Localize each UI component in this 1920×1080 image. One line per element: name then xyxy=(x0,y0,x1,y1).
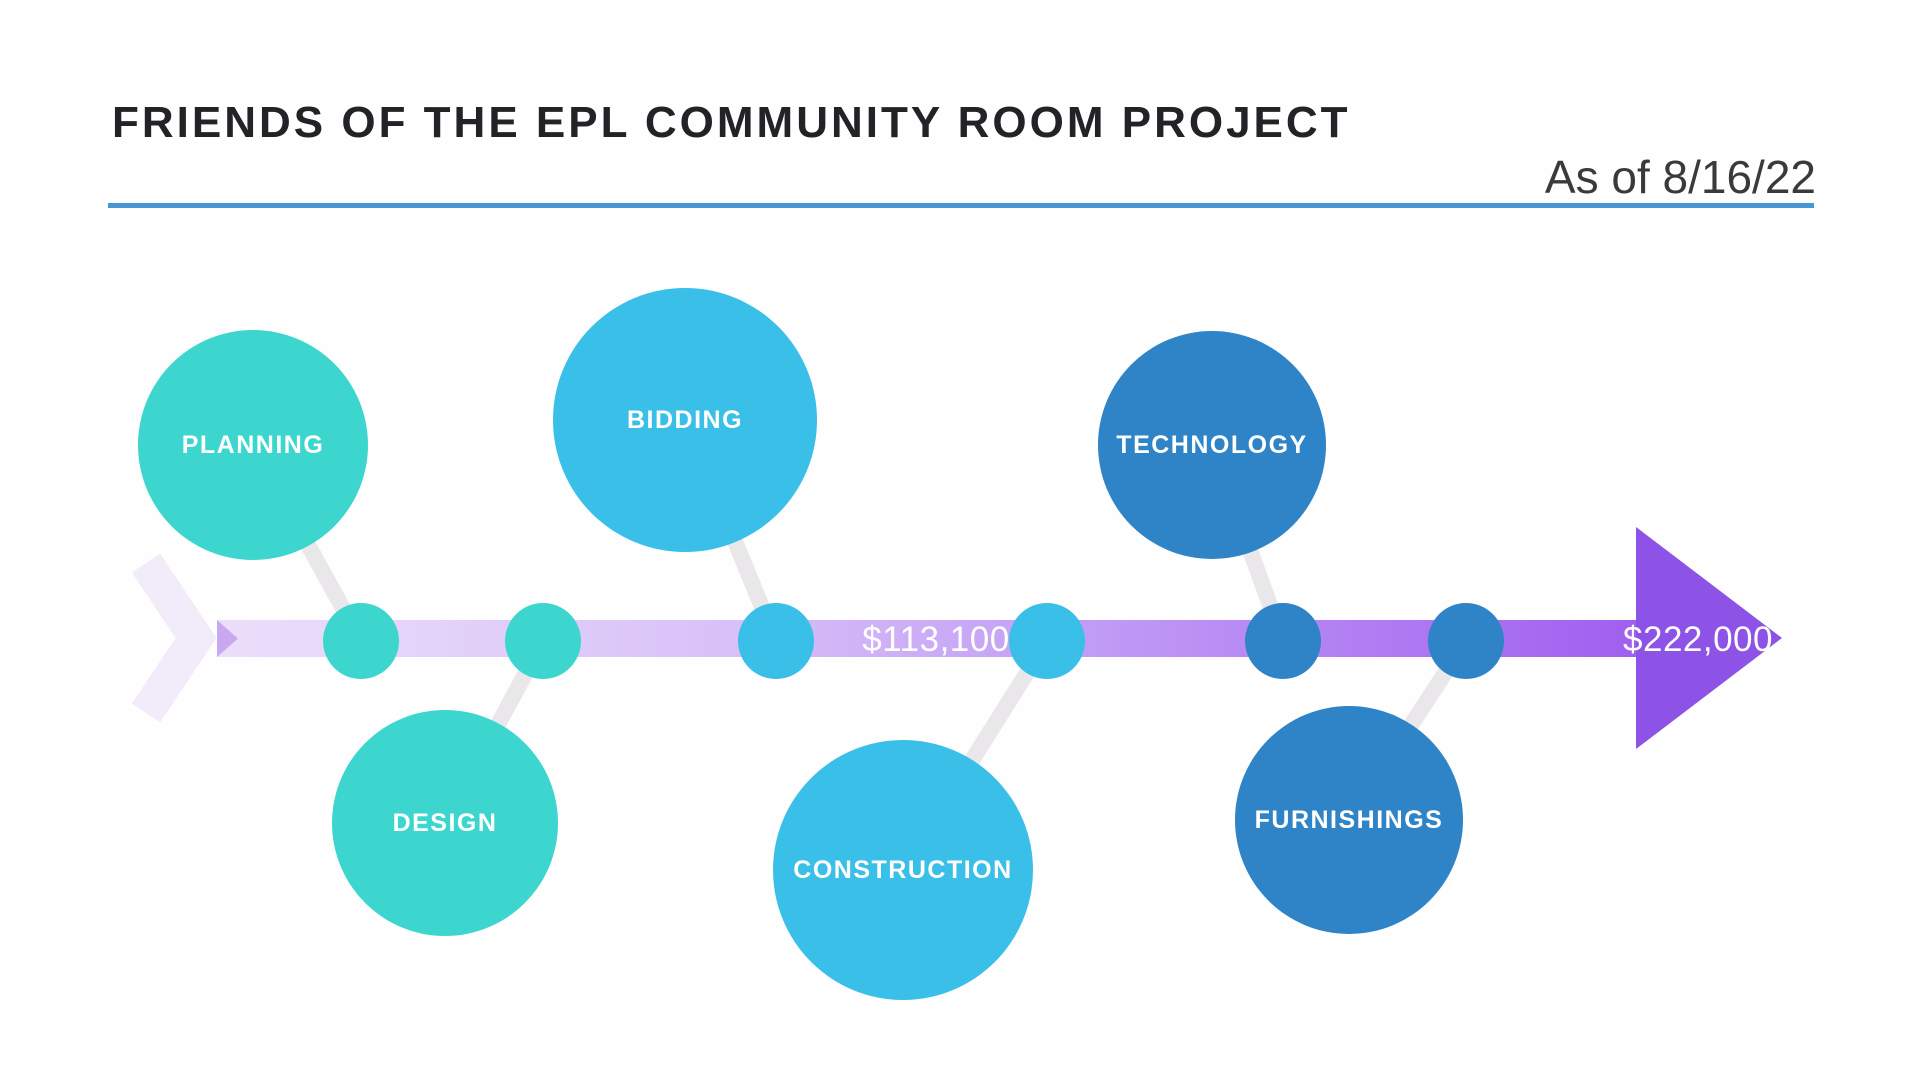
goal-amount-label: $222,000 xyxy=(1623,620,1773,659)
milestone-design-label: DESIGN xyxy=(392,808,498,837)
node-construction xyxy=(1009,603,1085,679)
current-amount-label: $113,100 xyxy=(862,620,1010,659)
milestone-planning: PLANNING xyxy=(138,330,368,560)
start-chevron-icon xyxy=(131,553,217,723)
node-planning xyxy=(323,603,399,679)
node-furnishings xyxy=(1428,603,1504,679)
node-bidding xyxy=(738,603,814,679)
arrowhead-icon xyxy=(1636,527,1782,749)
header-underline xyxy=(108,203,1814,208)
milestone-furnishings: FURNISHINGS xyxy=(1235,706,1463,934)
milestone-bidding: BIDDING xyxy=(553,288,817,552)
milestone-furnishings-label: FURNISHINGS xyxy=(1254,805,1444,834)
milestone-construction: CONSTRUCTION xyxy=(773,740,1033,1000)
bar-start-notch xyxy=(217,620,238,657)
milestone-construction-label: CONSTRUCTION xyxy=(793,855,1013,884)
milestone-planning-label: PLANNING xyxy=(181,430,325,459)
milestone-design: DESIGN xyxy=(332,710,558,936)
milestone-technology-label: TECHNOLOGY xyxy=(1116,430,1308,459)
page-title: FRIENDS OF THE EPL COMMUNITY ROOM PROJEC… xyxy=(112,98,1351,147)
milestone-technology: TECHNOLOGY xyxy=(1098,331,1326,559)
node-design xyxy=(505,603,581,679)
milestone-bidding-label: BIDDING xyxy=(626,405,744,434)
node-technology xyxy=(1245,603,1321,679)
timeline-bar xyxy=(217,620,1638,657)
as-of-date: As of 8/16/22 xyxy=(1544,151,1816,203)
